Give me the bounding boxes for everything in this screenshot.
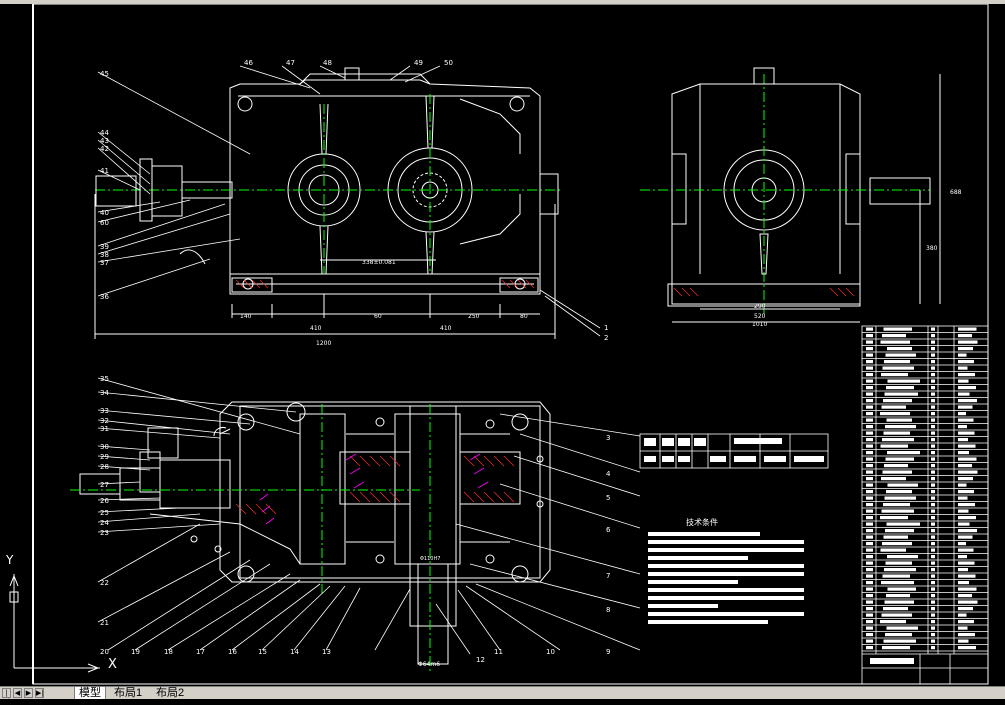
first-tab-button[interactable]: |◀ [2,688,11,705]
plan-view-callout: 15 [258,648,267,656]
plan-view-callout: 30 [100,443,109,451]
plan-view [70,401,551,674]
plan-view-callout: 26 [100,497,109,505]
plan-view-callout: 7 [606,572,610,580]
dimension-text: 1010 [752,321,767,328]
layout-tab-bar: |◀ ◀ ▶ ▶| 模型 布局1 布局2 [0,686,1005,705]
drawing-svg[interactable]: Y X 454443424140603938373646474849501404… [0,4,1005,686]
plan-view-callout: 9 [606,648,610,656]
side-view-callout: 39 [100,243,109,251]
dimension-text: 250 [468,313,480,320]
plan-view-callout: 21 [100,619,109,627]
plan-view-callout: 33 [100,407,109,415]
plan-view-gear-mesh [259,453,489,525]
side-view-leaders [97,65,601,337]
parts-list-table [861,325,989,685]
ucs-x-label: X [108,657,117,672]
dimension-text: 520 [754,313,766,320]
side-view-callout: 43 [100,137,109,145]
plan-view-callout: 22 [100,579,109,587]
callout: 1 [604,324,608,332]
plan-view-callout: 29 [100,453,109,461]
plan-view-callout: 24 [100,519,109,527]
plan-view-callout: 34 [100,389,109,397]
plan-view-callout: 31 [100,425,109,433]
plan-view-callout: 6 [606,526,611,534]
dimension-text: 60 [374,313,382,320]
plan-view-callout: 4 [606,470,611,478]
plan-view-callout: 8 [606,606,610,614]
side-view-callout: 60 [100,219,109,227]
dimension-text: 410 [440,325,452,332]
side-view-hatch [235,279,535,289]
last-tab-button[interactable]: ▶| [35,688,44,698]
window-top-edge [0,0,1005,4]
parts-list-entries [866,327,978,664]
side-view-callout: 36 [100,293,109,301]
plan-view-hatch [235,455,515,515]
side-view-callout: 41 [100,167,109,175]
dimension-text: Φ64m6 [418,661,440,668]
plan-view-callout: 23 [100,529,109,537]
plan-view-callout: 5 [606,494,610,502]
tab-model[interactable]: 模型 [74,687,106,699]
plan-view-callout: 14 [290,648,299,656]
plan-view-callout: 17 [196,648,205,656]
ucs-icon [9,574,100,673]
dimension-text: 338±0.081 [362,259,396,266]
side-view-callout: 40 [100,209,109,217]
side-view-callout: 44 [100,129,109,137]
tech-param-table [639,433,829,469]
dimension-text: 140 [240,313,252,320]
plan-view-callout: 20 [100,648,109,656]
dimension-text: Φ110H7 [420,556,440,562]
plan-view-callout: 19 [131,648,140,656]
side-view-callout: 48 [323,59,332,67]
side-view-callout: 49 [414,59,423,67]
callout: 2 [604,334,608,342]
side-view-callout: 37 [100,259,109,267]
side-view-callout: 38 [100,251,109,259]
dimension-text: 380 [926,245,938,252]
plan-view-callout: 10 [546,648,555,656]
plan-view-callout: 32 [100,417,109,425]
plan-view-callout: 16 [228,648,237,656]
plan-view-callout: 25 [100,509,109,517]
plan-view-callout: 11 [494,648,503,656]
plan-view-callout: 35 [100,375,109,383]
plan-view-callout: 3 [606,434,610,442]
tab-layout1[interactable]: 布局1 [114,687,143,699]
side-view-callout: 50 [444,59,453,67]
ucs-y-label: Y [5,553,14,567]
tech-requirements-title: 技术条件 [686,517,718,527]
plan-view-callout: 13 [322,648,331,656]
side-view-callout: 46 [244,59,253,67]
side-view-callout: 45 [100,70,109,78]
tech-requirements-lines [648,532,804,624]
tech-param-fills [644,438,824,462]
dimension-text: 688 [950,189,962,196]
prev-tab-button[interactable]: ◀ [13,688,22,698]
plan-view-callout: 28 [100,463,109,471]
dimension-text: 410 [310,325,322,332]
side-view-callout: 42 [100,145,109,153]
dimension-text: 80 [520,313,528,320]
plan-view-callout: 18 [164,648,173,656]
side-view [94,67,560,339]
plan-view-callout: 27 [100,481,109,489]
dimension-text: 290 [754,303,766,310]
dimension-text: 1200 [316,340,331,347]
plan-view-callout: 12 [476,656,485,664]
end-view [640,67,941,323]
side-view-callout: 47 [286,59,295,67]
plan-view-leaders [97,377,641,655]
tab-layout2[interactable]: 布局2 [156,687,185,699]
next-tab-button[interactable]: ▶ [24,688,33,698]
end-view-hatch [673,287,855,297]
